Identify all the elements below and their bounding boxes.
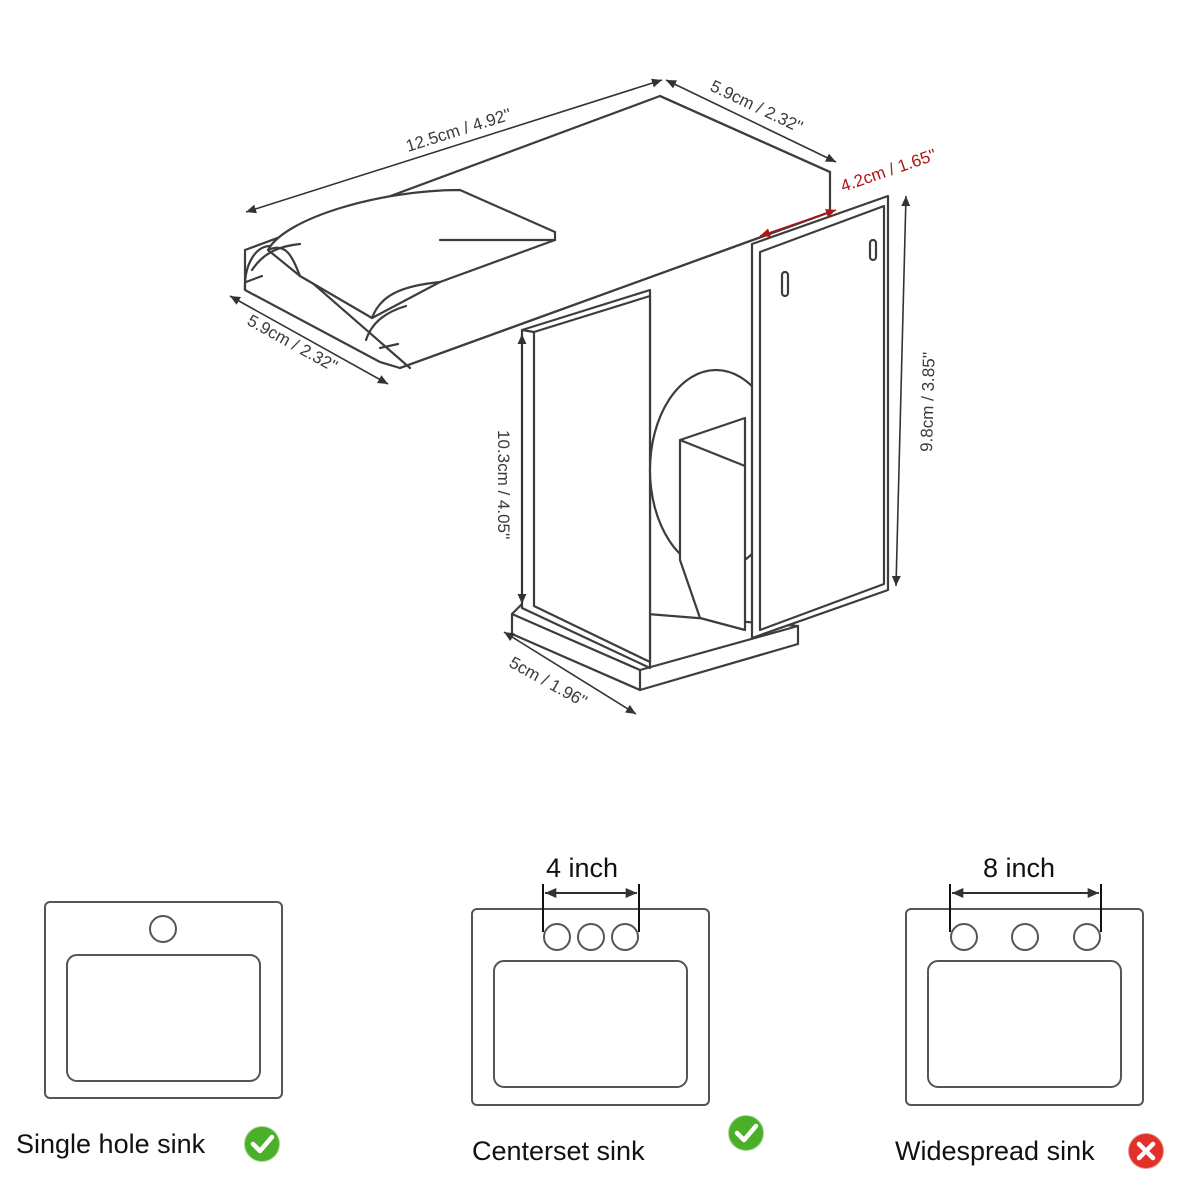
dim-line-top-length — [245, 78, 663, 214]
dim-line-base-width — [503, 631, 637, 715]
sink-label: Centerset sink — [472, 1136, 645, 1166]
faucet-hole — [543, 923, 571, 951]
faucet-handle — [648, 194, 890, 640]
dim-line-handle-height — [891, 195, 911, 587]
dim-line-handle-width — [759, 209, 837, 237]
sink-widespread: 8 inch Widespread sink — [895, 853, 1165, 1170]
dim-handle-height: 9.8cm / 3.85'' — [917, 352, 939, 453]
sink-centerset: 4 inch Centerset sink — [471, 853, 765, 1166]
check-icon — [727, 1114, 765, 1152]
spacing-label: 4 inch — [546, 853, 618, 883]
faucet-hole — [577, 923, 605, 951]
dim-handle-width: 4.2cm / 1.65'' — [838, 145, 939, 196]
dim-line-top-width — [665, 79, 837, 163]
faucet-hole — [149, 915, 177, 943]
dimension-lines — [229, 78, 911, 715]
dim-top-length: 12.5cm / 4.92'' — [403, 105, 513, 156]
handle-indicator-right — [868, 238, 878, 262]
sink-basin — [927, 960, 1122, 1088]
faucet-hole — [950, 923, 978, 951]
sink-label: Widespread sink — [895, 1136, 1095, 1166]
faucet-hole — [1011, 923, 1039, 951]
sink-basin — [66, 954, 261, 1082]
faucet-hole — [1073, 923, 1101, 951]
faucet-body-column — [520, 288, 652, 670]
handle-indicator-left — [780, 270, 790, 298]
spacing-marker — [949, 884, 1102, 932]
dim-line-spout-width — [229, 295, 389, 385]
faucet-drawing — [243, 94, 890, 692]
cross-icon — [1127, 1132, 1165, 1170]
check-icon — [243, 1125, 281, 1163]
spacing-marker — [542, 884, 640, 932]
spacing-label: 8 inch — [983, 853, 1055, 883]
sink-label: Single hole sink — [16, 1129, 206, 1159]
sink-basin — [493, 960, 688, 1088]
faucet-hole — [611, 923, 639, 951]
dim-body-height: 10.3cm / 4.05'' — [494, 430, 513, 540]
sink-single-hole: Single hole sink — [16, 901, 283, 1163]
